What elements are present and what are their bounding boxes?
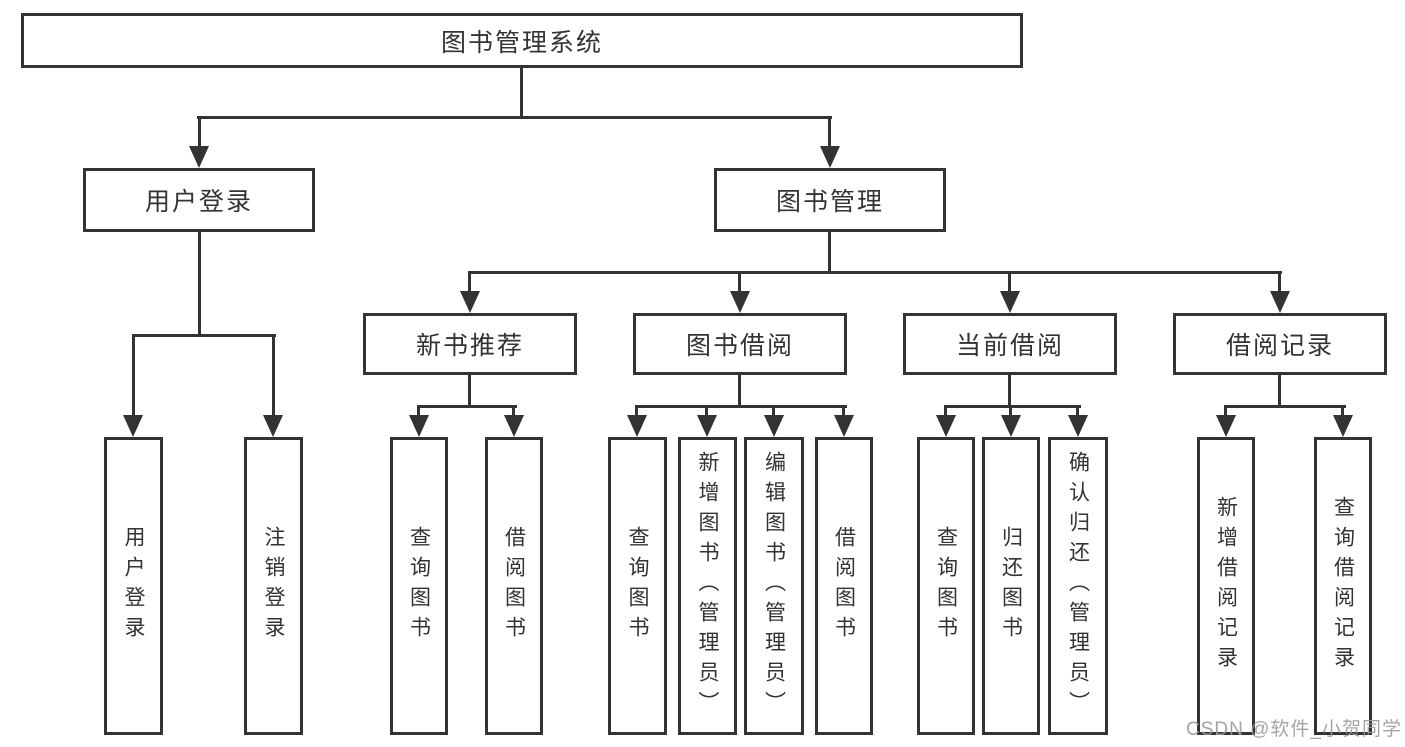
leaf-user-login-label: 用户登录 (122, 526, 145, 646)
arrow-down-icon (936, 415, 956, 437)
leaf-return-books: 归还图书 (982, 437, 1040, 735)
leaf-query-books-recommend-label: 查询图书 (407, 526, 431, 646)
connector-drop-leaf (1076, 405, 1079, 417)
arrow-down-icon (123, 415, 143, 437)
connector-drop-leaf (1009, 405, 1012, 417)
connector-drop-leaf (635, 405, 638, 417)
node-current-borrow: 当前借阅 (903, 313, 1117, 375)
leaf-user-login: 用户登录 (104, 437, 163, 735)
arrow-down-icon (1068, 415, 1088, 437)
node-book-borrow: 图书借阅 (633, 313, 847, 375)
node-root: 图书管理系统 (21, 13, 1023, 68)
node-borrow-records: 借阅记录 (1173, 313, 1387, 375)
arrow-down-icon (504, 415, 524, 437)
leaf-query-books-recommend: 查询图书 (390, 437, 448, 735)
connector-book-management-stem (828, 232, 831, 273)
connector-drop-leaf (512, 405, 515, 417)
leaf-add-borrow-record: 新增借阅记录 (1197, 437, 1255, 735)
leaf-add-borrow-record-label: 新增借阅记录 (1214, 496, 1238, 676)
connector-drop-leaf (842, 405, 845, 417)
node-new-book-recommend-label: 新书推荐 (415, 332, 524, 360)
connector-drop-leaf (1341, 405, 1344, 417)
node-root-label: 图书管理系统 (440, 28, 603, 57)
arrow-down-icon (730, 291, 750, 313)
connector-drop-leaf (944, 405, 947, 417)
arrow-down-icon (1001, 415, 1021, 437)
leaf-edit-books-admin: 编辑图书（管理员） (744, 437, 804, 735)
connector-branch (1224, 405, 1346, 408)
leaf-borrow-books-recommend: 借阅图书 (485, 437, 543, 735)
arrow-down-icon (627, 415, 647, 437)
leaf-logout-label: 注销登录 (262, 526, 285, 646)
connector-stem (1008, 375, 1011, 407)
arrow-down-icon (189, 146, 209, 168)
node-user-login-label: 用户登录 (144, 188, 253, 216)
connector-drop-leaf (772, 405, 775, 417)
leaf-logout: 注销登录 (244, 437, 303, 735)
arrow-down-icon (820, 146, 840, 168)
node-current-borrow-label: 当前借阅 (955, 332, 1064, 360)
leaf-query-books-borrow-label: 查询图书 (626, 526, 649, 646)
leaf-confirm-return-admin-label: 确认归还（管理员） (1066, 451, 1090, 721)
node-book-management: 图书管理 (714, 168, 946, 232)
connector-level1-branch (197, 116, 832, 119)
connector-root-stem (520, 68, 523, 117)
connector-drop-leaf (705, 405, 708, 417)
leaf-borrow-books-recommend-label: 借阅图书 (502, 526, 526, 646)
connector-user-login-branch (132, 334, 276, 337)
leaf-return-books-label: 归还图书 (999, 526, 1023, 646)
connector-drop-user-login (198, 116, 201, 147)
connector-drop-leaf (417, 405, 420, 417)
arrow-down-icon (1333, 415, 1353, 437)
arrow-down-icon (764, 415, 784, 437)
connector-stem (1278, 375, 1281, 407)
arrow-down-icon (834, 415, 854, 437)
arrow-down-icon (1216, 415, 1236, 437)
leaf-query-books-current: 查询图书 (917, 437, 975, 735)
arrow-down-icon (1270, 291, 1290, 313)
node-book-borrow-label: 图书借阅 (685, 332, 794, 360)
node-user-login: 用户登录 (83, 168, 315, 232)
leaf-add-books-admin: 新增图书（管理员） (678, 437, 737, 735)
node-book-management-label: 图书管理 (775, 188, 884, 216)
connector-level2-branch (468, 271, 1282, 274)
leaf-query-borrow-record-label: 查询借阅记录 (1331, 496, 1355, 676)
leaf-query-books-current-label: 查询图书 (934, 526, 958, 646)
connector-branch (635, 405, 847, 408)
connector-branch (417, 405, 517, 408)
leaf-edit-books-admin-label: 编辑图书（管理员） (762, 451, 786, 721)
arrow-down-icon (263, 415, 283, 437)
connector-branch (944, 405, 1081, 408)
csdn-watermark: CSDN @软件_小贺同学 (1186, 719, 1402, 740)
connector-user-login-stem (198, 232, 201, 336)
node-borrow-records-label: 借阅记录 (1225, 332, 1334, 360)
connector-drop-book-borrow (738, 271, 741, 293)
leaf-borrow-books-label: 借阅图书 (832, 526, 856, 646)
arrow-down-icon (460, 291, 480, 313)
connector-drop-current-borrow (1008, 271, 1011, 293)
arrow-down-icon (409, 415, 429, 437)
arrow-down-icon (697, 415, 717, 437)
connector-drop-leaf (272, 334, 275, 415)
connector-drop-borrow-records (1278, 271, 1281, 293)
connector-stem (738, 375, 741, 407)
leaf-add-books-admin-label: 新增图书（管理员） (696, 451, 719, 721)
leaf-confirm-return-admin: 确认归还（管理员） (1048, 437, 1108, 735)
leaf-borrow-books: 借阅图书 (815, 437, 873, 735)
leaf-query-borrow-record: 查询借阅记录 (1314, 437, 1372, 735)
node-new-book-recommend: 新书推荐 (363, 313, 577, 375)
connector-drop-leaf (1224, 405, 1227, 417)
leaf-query-books-borrow: 查询图书 (608, 437, 667, 735)
connector-drop-book-management (828, 116, 831, 147)
connector-stem (468, 375, 471, 407)
connector-drop-new-book (468, 271, 471, 293)
connector-drop-leaf (132, 334, 135, 415)
arrow-down-icon (1000, 291, 1020, 313)
